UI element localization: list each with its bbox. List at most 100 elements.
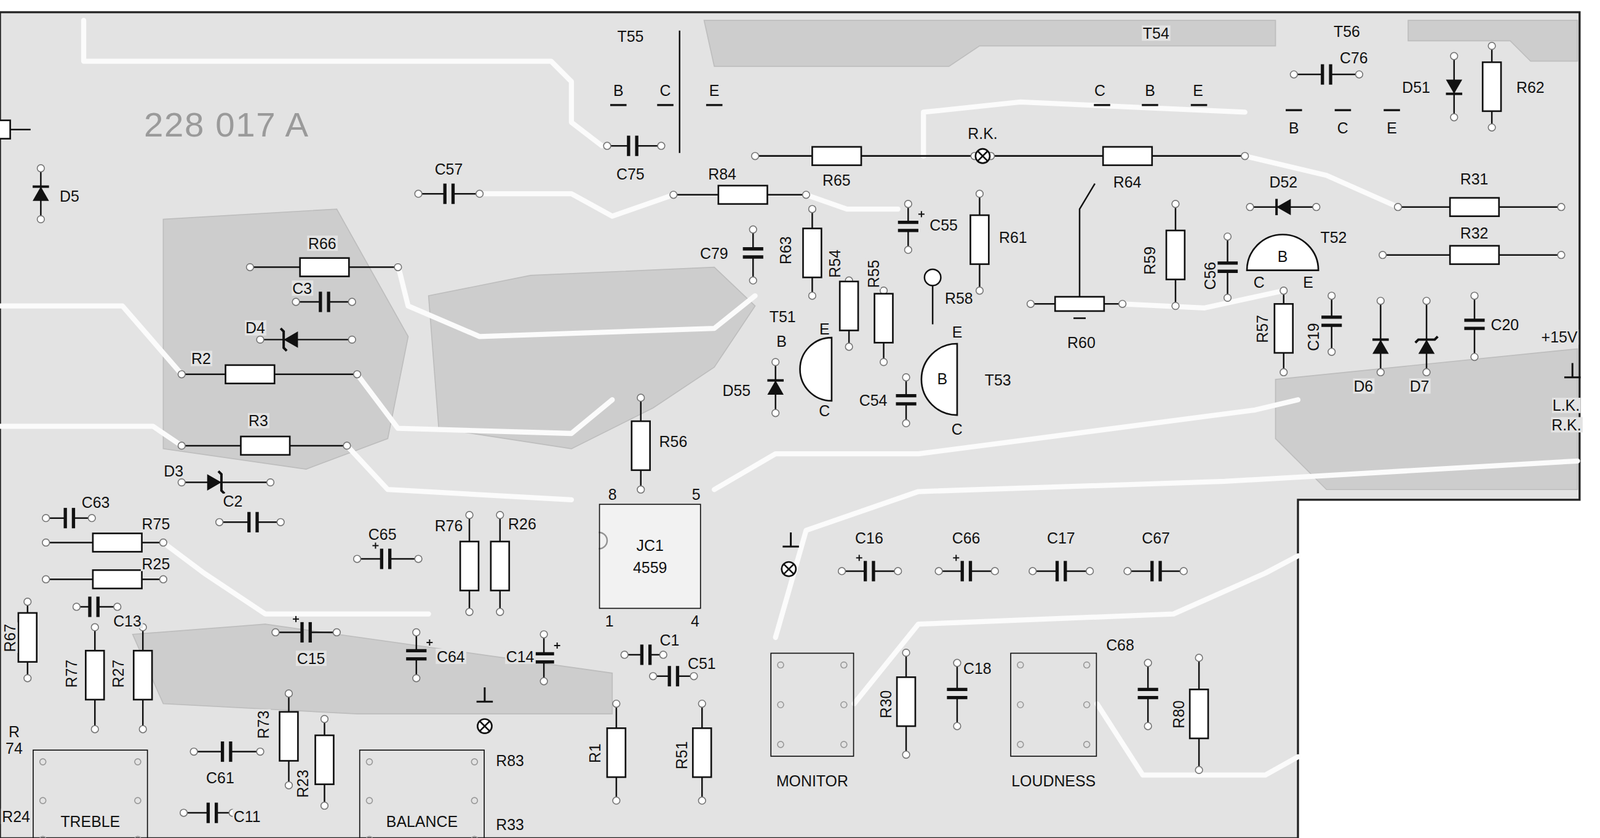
solder-pad — [348, 336, 356, 344]
resistor-symbol — [607, 728, 626, 778]
ground-symbol — [476, 687, 494, 702]
component-label: R32 — [1459, 225, 1490, 241]
ic-package: JC14559 — [599, 503, 702, 609]
copper-trace — [357, 374, 613, 434]
wiper-line — [1079, 183, 1095, 298]
resistor-symbol — [1102, 147, 1153, 166]
diode-symbol — [767, 380, 784, 395]
lead-line — [1379, 300, 1382, 373]
lead-line — [610, 103, 627, 106]
component-label: R54 — [826, 247, 843, 279]
component-label: B — [775, 333, 789, 349]
lead-line — [374, 542, 376, 549]
lead-line — [634, 135, 638, 157]
component-label: C18 — [962, 660, 993, 677]
solder-pad — [465, 608, 474, 616]
lead-line — [1328, 64, 1332, 85]
solder-pad — [1086, 567, 1094, 576]
solder-pad — [603, 142, 611, 150]
solder-pad — [751, 152, 760, 160]
component-label: C76 — [1338, 49, 1369, 65]
solder-pad — [412, 629, 421, 637]
lead-line — [1285, 108, 1303, 111]
solder-pad — [177, 370, 186, 379]
lead-line — [668, 666, 672, 687]
component-label: T55 — [616, 28, 645, 44]
solder-pad — [1377, 369, 1385, 377]
lead-line — [871, 561, 875, 582]
copper-trace — [805, 195, 898, 210]
lead-line — [920, 210, 923, 218]
solder-pad — [496, 511, 504, 520]
lead-line — [946, 688, 968, 692]
component-label: D55 — [721, 382, 752, 398]
solder-pad — [1144, 659, 1152, 667]
resistor-symbol — [240, 436, 290, 456]
board-outline — [0, 12, 1580, 838]
component-label: C51 — [686, 655, 717, 672]
solder-pad — [1557, 251, 1565, 259]
lead-line — [640, 644, 644, 665]
resistor-symbol — [460, 541, 479, 592]
component-label: C67 — [1141, 530, 1172, 546]
component-label: C54 — [858, 392, 889, 408]
component-label: E — [1385, 119, 1399, 136]
node-text: LOUDNESS — [1011, 773, 1096, 790]
solder-pad — [1379, 251, 1387, 259]
component-label: R2 — [190, 350, 212, 367]
component-label: R27 — [110, 658, 127, 689]
component-label: D51 — [1401, 79, 1432, 95]
solder-pad — [42, 539, 50, 547]
lead-line — [1330, 73, 1359, 76]
solder-pad — [343, 442, 351, 450]
pin-hole — [1083, 701, 1091, 709]
solder-pad — [1355, 70, 1364, 79]
lead-line — [1464, 318, 1485, 322]
lead-line — [626, 135, 630, 157]
component-label: C11 — [232, 808, 262, 825]
lead-line — [533, 652, 555, 656]
lead-line — [1138, 688, 1159, 692]
copper-trace — [479, 193, 674, 216]
solder-pad — [1123, 567, 1132, 576]
solder-pad — [902, 649, 910, 657]
resistor-symbol — [874, 294, 894, 344]
component-label: R58 — [943, 290, 974, 306]
solder-pad — [904, 246, 913, 255]
solder-pad — [808, 292, 817, 300]
solder-pad — [1027, 300, 1035, 309]
lead-line — [63, 508, 68, 529]
diode-symbol — [1372, 339, 1390, 354]
component-label: D5 — [58, 188, 80, 204]
solder-pad — [285, 781, 293, 790]
lead-line — [405, 657, 427, 661]
lead-line — [743, 255, 764, 259]
pin-hole — [39, 797, 47, 804]
solder-pad — [637, 485, 645, 494]
diode-symbol — [280, 328, 298, 351]
lead-line — [300, 622, 304, 643]
lead-line — [405, 649, 427, 653]
component-label: R56 — [658, 433, 689, 449]
solder-pad — [1470, 353, 1479, 362]
component-label: C61 — [204, 770, 235, 786]
component-label: C — [658, 82, 672, 98]
copper-pour — [1408, 20, 1578, 61]
copper-trace — [163, 542, 429, 614]
lead-line — [1334, 108, 1352, 111]
resistor-symbol — [225, 365, 275, 384]
component-label: E — [818, 321, 831, 337]
lead-line — [1293, 73, 1322, 76]
copper-trace — [853, 556, 1298, 705]
component-label: 8 — [607, 485, 618, 502]
transistor-body — [799, 337, 832, 402]
solder-pad — [42, 575, 50, 584]
solder-pad — [1394, 203, 1402, 211]
component-label: C — [1252, 273, 1266, 290]
solder-pad — [353, 555, 362, 563]
solder-pad — [465, 511, 474, 520]
component-label: C — [1336, 119, 1350, 136]
lead-line — [895, 394, 916, 398]
component-label: C16 — [853, 530, 884, 546]
component-label: R66 — [306, 234, 338, 251]
